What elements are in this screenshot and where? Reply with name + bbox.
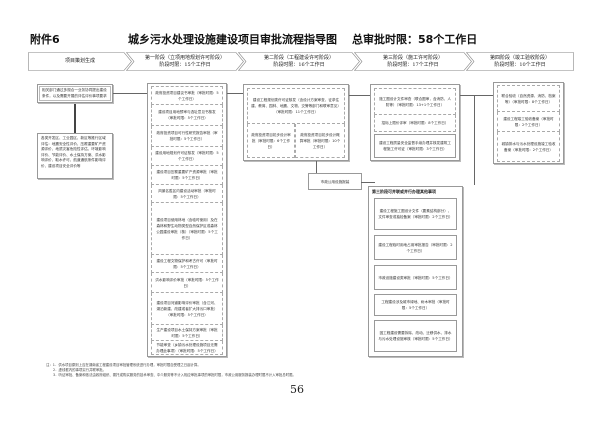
annex-label: 附件6 bbox=[30, 33, 60, 46]
parallel-title: 第三阶段可并联或并行办理其他事项 bbox=[372, 189, 436, 194]
approval-item: 政府投资项目初步设计概算审批（审批时限：10个工作日） bbox=[295, 124, 345, 158]
connector-arrow bbox=[460, 95, 493, 96]
stage-planning: 项目策划生成 bbox=[28, 52, 132, 71]
footnotes: 注：1．供水项目原则上应在湖南省工程建设项目审批管理系统进行办理，审批时限自受理… bbox=[46, 363, 466, 378]
connector-arrow bbox=[74, 104, 76, 133]
approval-item: 城镇排水与污水处理设施竣工验收备案（审批时限：2个工作日） bbox=[497, 132, 560, 162]
footnote: 3．听证审批、备案和依法由政府组织、委托或购买服务的技术审查、中介服务等不计入相… bbox=[53, 373, 296, 377]
approval-item: 招标上限价评审（审批时限：8个工作日） bbox=[374, 115, 456, 132]
footnote: 注：1．供水项目原则上应在湖南省工程建设项目审批管理系统进行办理，审批时限自受理… bbox=[46, 363, 201, 367]
approval-item: 风景名胜区内建设活动审批（审批时限：5个工作日） bbox=[151, 185, 223, 203]
approval-item: 建设工程文物保护和考古许可（审批时限：5个工作日） bbox=[151, 255, 223, 273]
connector-arrow bbox=[349, 95, 370, 96]
parallel-items: 第三阶段可并联或并行办理其他事项 建设工程施工图设计文件（要素结构部分）、文件审… bbox=[368, 186, 463, 357]
stage-time: 阶段时限：10个工作日 bbox=[494, 61, 546, 68]
connector-line bbox=[474, 95, 475, 185]
utility-application-box: 市政公用设施报装 bbox=[308, 173, 362, 190]
connector-arrow bbox=[227, 93, 243, 94]
footnote: 2．虚线框内的事项实行并联审批。 bbox=[53, 368, 107, 372]
approval-item: 工程建设涉及城市绿地、树木审批（审批时限：5个工作日） bbox=[374, 294, 457, 316]
stage-time: 阶段时限：15个工作日 bbox=[159, 61, 211, 68]
approval-item: 建设项目用地预审与选址意见书核发（审批时限：5个工作日） bbox=[151, 105, 223, 126]
approval-item: 建设项目压覆重要矿产资源审批（审批时限：5个工作日） bbox=[151, 166, 223, 185]
connector-arrow bbox=[113, 93, 149, 94]
stage-2: 第二阶段（工程建设许可阶段） 阶段时限：16个工作日 bbox=[238, 52, 360, 71]
stage-1: 第一阶段（立项用地规划许可阶段） 阶段时限：15个工作日 bbox=[126, 52, 244, 71]
approval-item: 因工程建设需要拆除、改动、迁移供水、排水与污水处理设施审核（审批时限：5个工作日… bbox=[374, 320, 457, 352]
approval-item: 生产建设项目水土保持方案审批（审批时限：5个工作日） bbox=[151, 325, 223, 341]
approval-item: 建设用地规划许可证核发（审批时限：5个工作日） bbox=[151, 147, 223, 166]
planning-conditions-text: 相关部门通过多规合一业务协同提出建设条件，以及需要开展的评估评价事项要求 bbox=[39, 86, 111, 101]
approval-item: 建设工程施工图设计文件（要素结构部分）、文件审查或抽检备案（审批时限：2个工作日… bbox=[374, 198, 457, 230]
stage2-items: 建设工程规划类许可证核发（含设计方案审查、征求住建、教育、园林、地震、文物、交警… bbox=[243, 84, 349, 161]
regional-assessment-box: 各类开发区、工业园区、新区等推行区域评估：地震安全性评价、压覆重要矿产资源评价、… bbox=[37, 133, 113, 179]
approval-item: 市政设施建设类审批（审批时限：5个工作日） bbox=[374, 265, 457, 290]
approval-item: 节能审查（乡镇污水处理设施项目无需办理此事项）（审批时限：5个工作日） bbox=[151, 341, 223, 355]
approval-item: 洪水影响评价审批（审批时限：5个工作日） bbox=[151, 273, 223, 293]
approval-item: 施工图设计文件审查（联合图审，含消防、人防等）（审批时限：13+1个工作日） bbox=[374, 88, 456, 115]
stage-3: 第三阶段（施工许可阶段） 阶段时限：17个工作日 bbox=[354, 52, 472, 71]
approval-item: 建设项目使用林地（含临时使用）及在森林和野生动物类型自然保护区或森林公园建设审批… bbox=[151, 203, 223, 255]
stage-time: 阶段时限：16个工作日 bbox=[273, 61, 325, 68]
total-time-limit: 总审批时限：58个工作日 bbox=[352, 33, 478, 46]
planning-conditions-box: 相关部门通过多规合一业务协同提出建设条件，以及需要开展的评估评价事项要求 bbox=[37, 84, 113, 103]
stage-label: 第四阶段（竣工验收阶段） bbox=[489, 54, 550, 61]
stage-4: 第四阶段（竣工验收阶段） 阶段时限：10个工作日 bbox=[466, 52, 574, 71]
connector-line bbox=[316, 161, 317, 182]
approval-item: 建设工程临时用地占用审批报告（审批时限：2个工作日） bbox=[374, 235, 457, 260]
page-number: 56 bbox=[290, 383, 304, 396]
stage3-items: 施工图设计文件审查（联合图审，含消防、人防等）（审批时限：13+1个工作日） 招… bbox=[370, 84, 460, 161]
approval-item: 建设项目河道影响评价审批（含江河、湖泊新建、改建或者扩大排污口审批）（审批时限：… bbox=[151, 293, 223, 325]
approval-item: 联合验收（自然资源、消防、档案等）（审批时限：8个工作日） bbox=[497, 85, 560, 112]
approval-item: 政府投资项目初步设计审批（审批时限：6个工作日） bbox=[247, 124, 295, 158]
approval-item: 政府投资项目建议书审批（审批时限：5个工作日） bbox=[151, 86, 223, 105]
approval-item: 政府投资项目可行性研究报告审批（审批时限：5个工作日） bbox=[151, 126, 223, 147]
stage-label: 第一阶段（立项用地规划许可阶段） bbox=[144, 54, 225, 61]
regional-assessment-text: 各类开发区、工业园区、新区等推行区域评估：地震安全性评价、压覆重要矿产资源评价、… bbox=[41, 136, 106, 168]
page-title: 城乡污水处理设施建设项目审批流程指导图 bbox=[128, 33, 337, 46]
stage-time: 阶段时限：17个工作日 bbox=[387, 61, 439, 68]
connector-line bbox=[361, 182, 375, 183]
stage-label: 项目策划生成 bbox=[64, 58, 95, 64]
stage-label: 第二阶段（工程建设许可阶段） bbox=[263, 54, 334, 61]
approval-item: 建设工程质量安全监督手续办理并核发建筑工程施工许可证（审批时限：3个工作日） bbox=[374, 134, 456, 158]
stage1-items: 政府投资项目建议书审批（审批时限：5个工作日） 建设项目用地预审与选址意见书核发… bbox=[147, 83, 227, 357]
approval-item: 建设工程规划类许可证核发（含设计方案审查、征求住建、教育、园林、地震、文物、交警… bbox=[247, 88, 345, 124]
stage4-items: 联合验收（自然资源、消防、档案等）（审批时限：8个工作日） 建设工程竣工验收备案… bbox=[493, 82, 564, 164]
approval-item: 建设工程竣工验收备案（审批时限：2个工作日） bbox=[497, 112, 560, 132]
stage-label: 第三阶段（施工许可阶段） bbox=[382, 54, 443, 61]
